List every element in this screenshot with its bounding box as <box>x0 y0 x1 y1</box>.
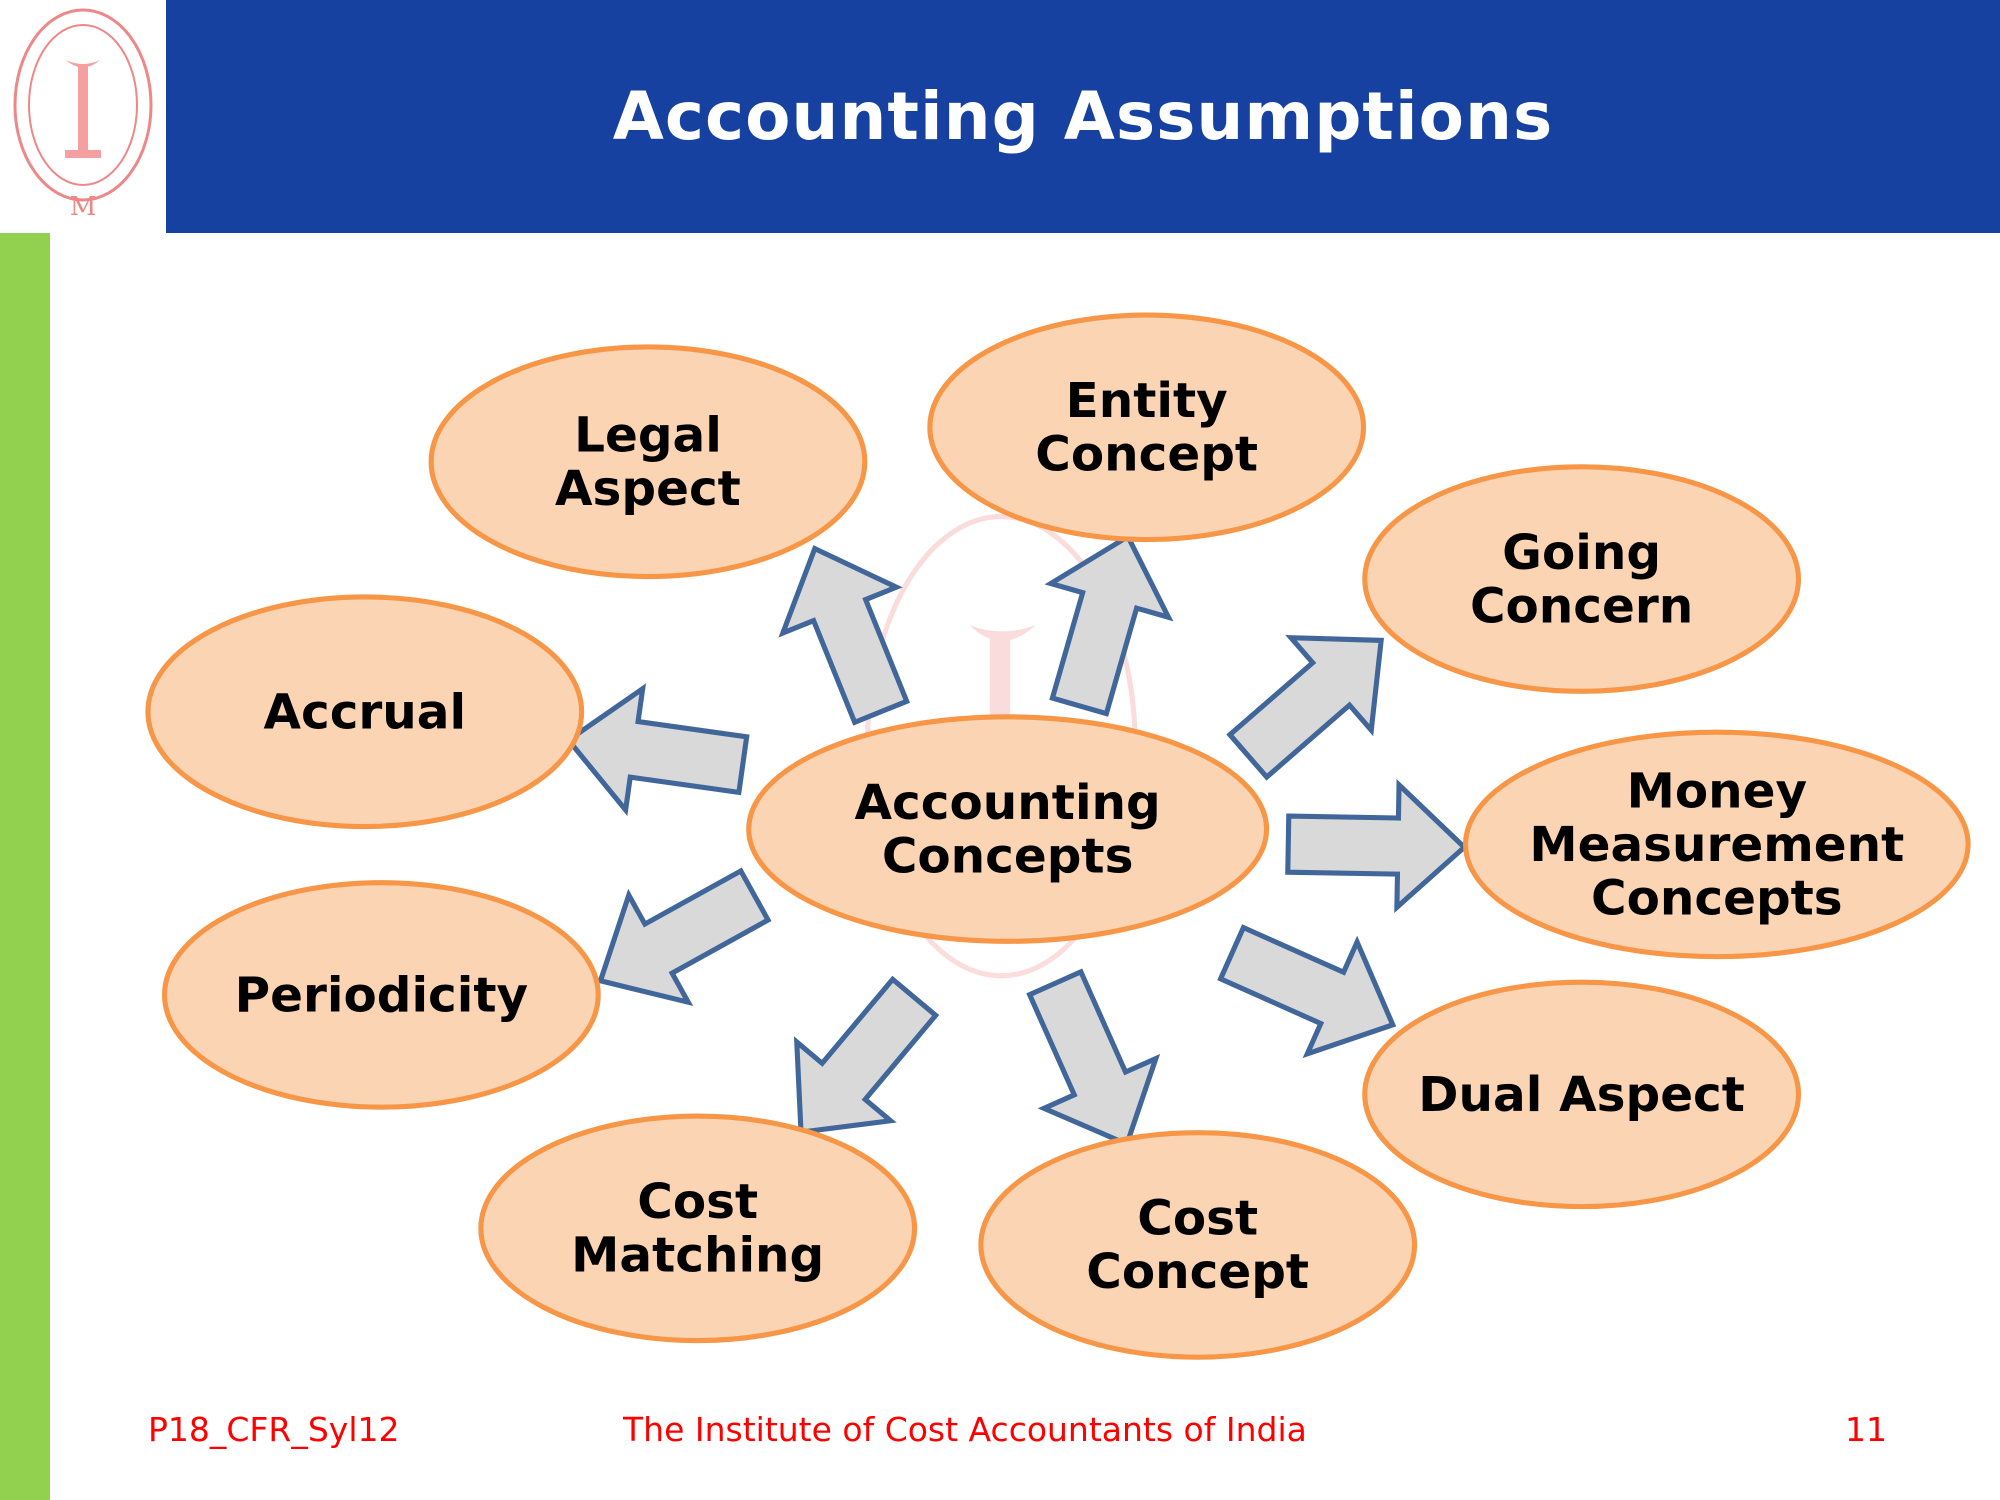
node-label: Accrual <box>263 684 466 740</box>
node-label: Concepts <box>882 828 1134 884</box>
ellipse-shape <box>927 312 1367 543</box>
ellipse-shape <box>1463 729 1971 960</box>
ellipse-shape <box>428 344 868 580</box>
institute-logo: M <box>0 0 166 233</box>
node-label: Measurement <box>1529 817 1904 873</box>
footer-code: P18_CFR_Syl12 <box>148 1410 400 1449</box>
node-label: Matching <box>571 1228 824 1284</box>
concept-node: Dual Aspect <box>1362 979 1802 1210</box>
node-label: Concern <box>1470 578 1693 634</box>
block-arrow-icon <box>793 975 940 1136</box>
block-arrow-icon <box>1217 924 1397 1059</box>
ellipse-shape <box>161 880 601 1110</box>
node-label: Cost <box>637 1174 758 1230</box>
node-label: Concepts <box>1591 871 1843 927</box>
node-label: Cost <box>1137 1191 1258 1247</box>
block-arrow-icon <box>564 683 750 817</box>
block-arrow-icon <box>1226 634 1384 781</box>
side-accent-bar <box>0 233 50 1500</box>
block-arrow-icon <box>1044 533 1174 717</box>
block-arrow-icon <box>597 867 772 1007</box>
node-label: Money <box>1627 763 1807 819</box>
slide-title: Accounting Assumptions <box>612 78 1554 155</box>
ellipse-shape <box>746 714 1270 944</box>
node-label: Dual Aspect <box>1418 1067 1745 1123</box>
block-arrow-icon <box>778 545 911 726</box>
node-label: Concept <box>1035 427 1258 483</box>
ellipse-shape <box>978 1130 1418 1360</box>
concept-node: Accrual <box>145 594 585 830</box>
ellipse-shape <box>1362 979 1802 1210</box>
footer-page-number: 11 <box>1845 1410 1887 1449</box>
ellipse-shape <box>145 594 585 830</box>
ellipse-shape <box>478 1113 918 1344</box>
block-arrow-icon <box>1285 778 1469 914</box>
concept-node: Periodicity <box>161 880 601 1110</box>
node-label: Going <box>1502 525 1661 581</box>
node-label: Legal <box>574 408 722 464</box>
ellipse-shape <box>1362 464 1802 694</box>
node-label: Accounting <box>855 775 1161 831</box>
node-label: Periodicity <box>235 967 529 1023</box>
node-label: Entity <box>1066 373 1228 429</box>
footer-institute: The Institute of Cost Accountants of Ind… <box>623 1410 1307 1449</box>
node-label: Concept <box>1086 1244 1309 1300</box>
svg-text:M: M <box>70 192 97 222</box>
block-arrow-icon <box>1026 968 1161 1148</box>
node-label: Aspect <box>555 461 741 517</box>
title-bar <box>166 0 2000 233</box>
